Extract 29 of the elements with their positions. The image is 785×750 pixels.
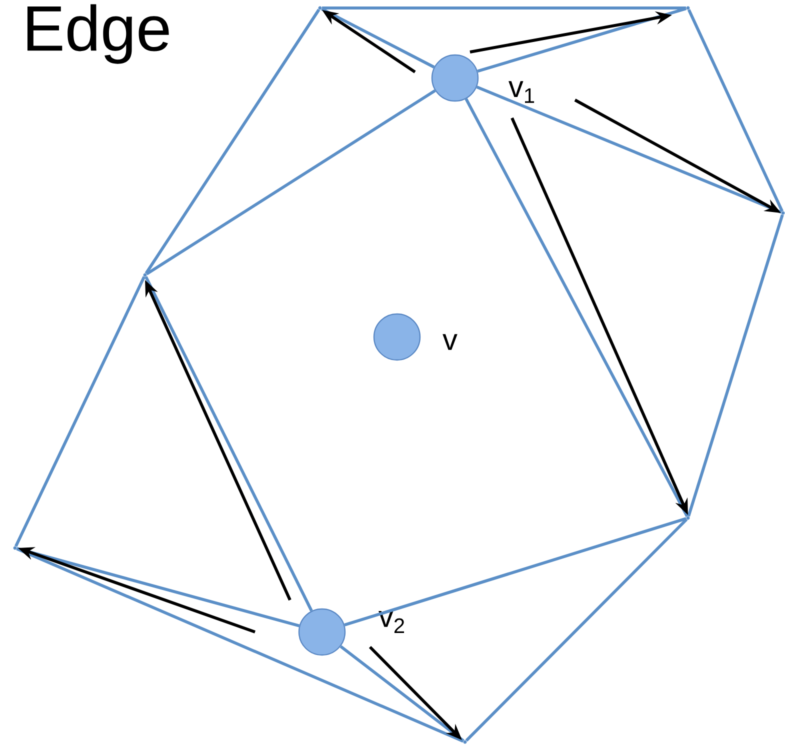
mesh-edge <box>687 214 784 517</box>
title: Edge <box>27 4 169 64</box>
mesh-vertex <box>686 516 690 520</box>
mesh-vertex <box>318 6 322 10</box>
mesh-edge <box>340 645 464 742</box>
mesh-edge <box>477 7 687 73</box>
mesh-edge <box>465 518 688 742</box>
vertex-dot <box>373 313 421 361</box>
mesh-edge <box>322 6 686 10</box>
mesh-vertex <box>143 273 147 277</box>
mesh-vertex <box>781 211 785 215</box>
mesh-edge <box>687 9 784 212</box>
vertex-dot <box>431 54 479 102</box>
mesh-edge <box>464 98 688 517</box>
mesh-edge <box>321 8 435 68</box>
mesh-vertex <box>463 740 467 744</box>
mesh-edge <box>344 517 687 626</box>
mesh-edge <box>16 547 464 743</box>
mesh-vertex <box>686 6 690 10</box>
mesh-vertex <box>13 546 17 550</box>
mesh-edge <box>144 276 313 612</box>
vertex-dot <box>298 608 346 656</box>
mesh-edge <box>14 276 146 547</box>
vertex-label: v <box>442 334 458 350</box>
mesh-edge <box>146 89 436 276</box>
vertex-label: v$_{1}$ <box>508 81 534 103</box>
mesh-edge <box>476 86 782 214</box>
mesh-edge <box>144 8 320 274</box>
mesh-edge <box>16 547 300 628</box>
